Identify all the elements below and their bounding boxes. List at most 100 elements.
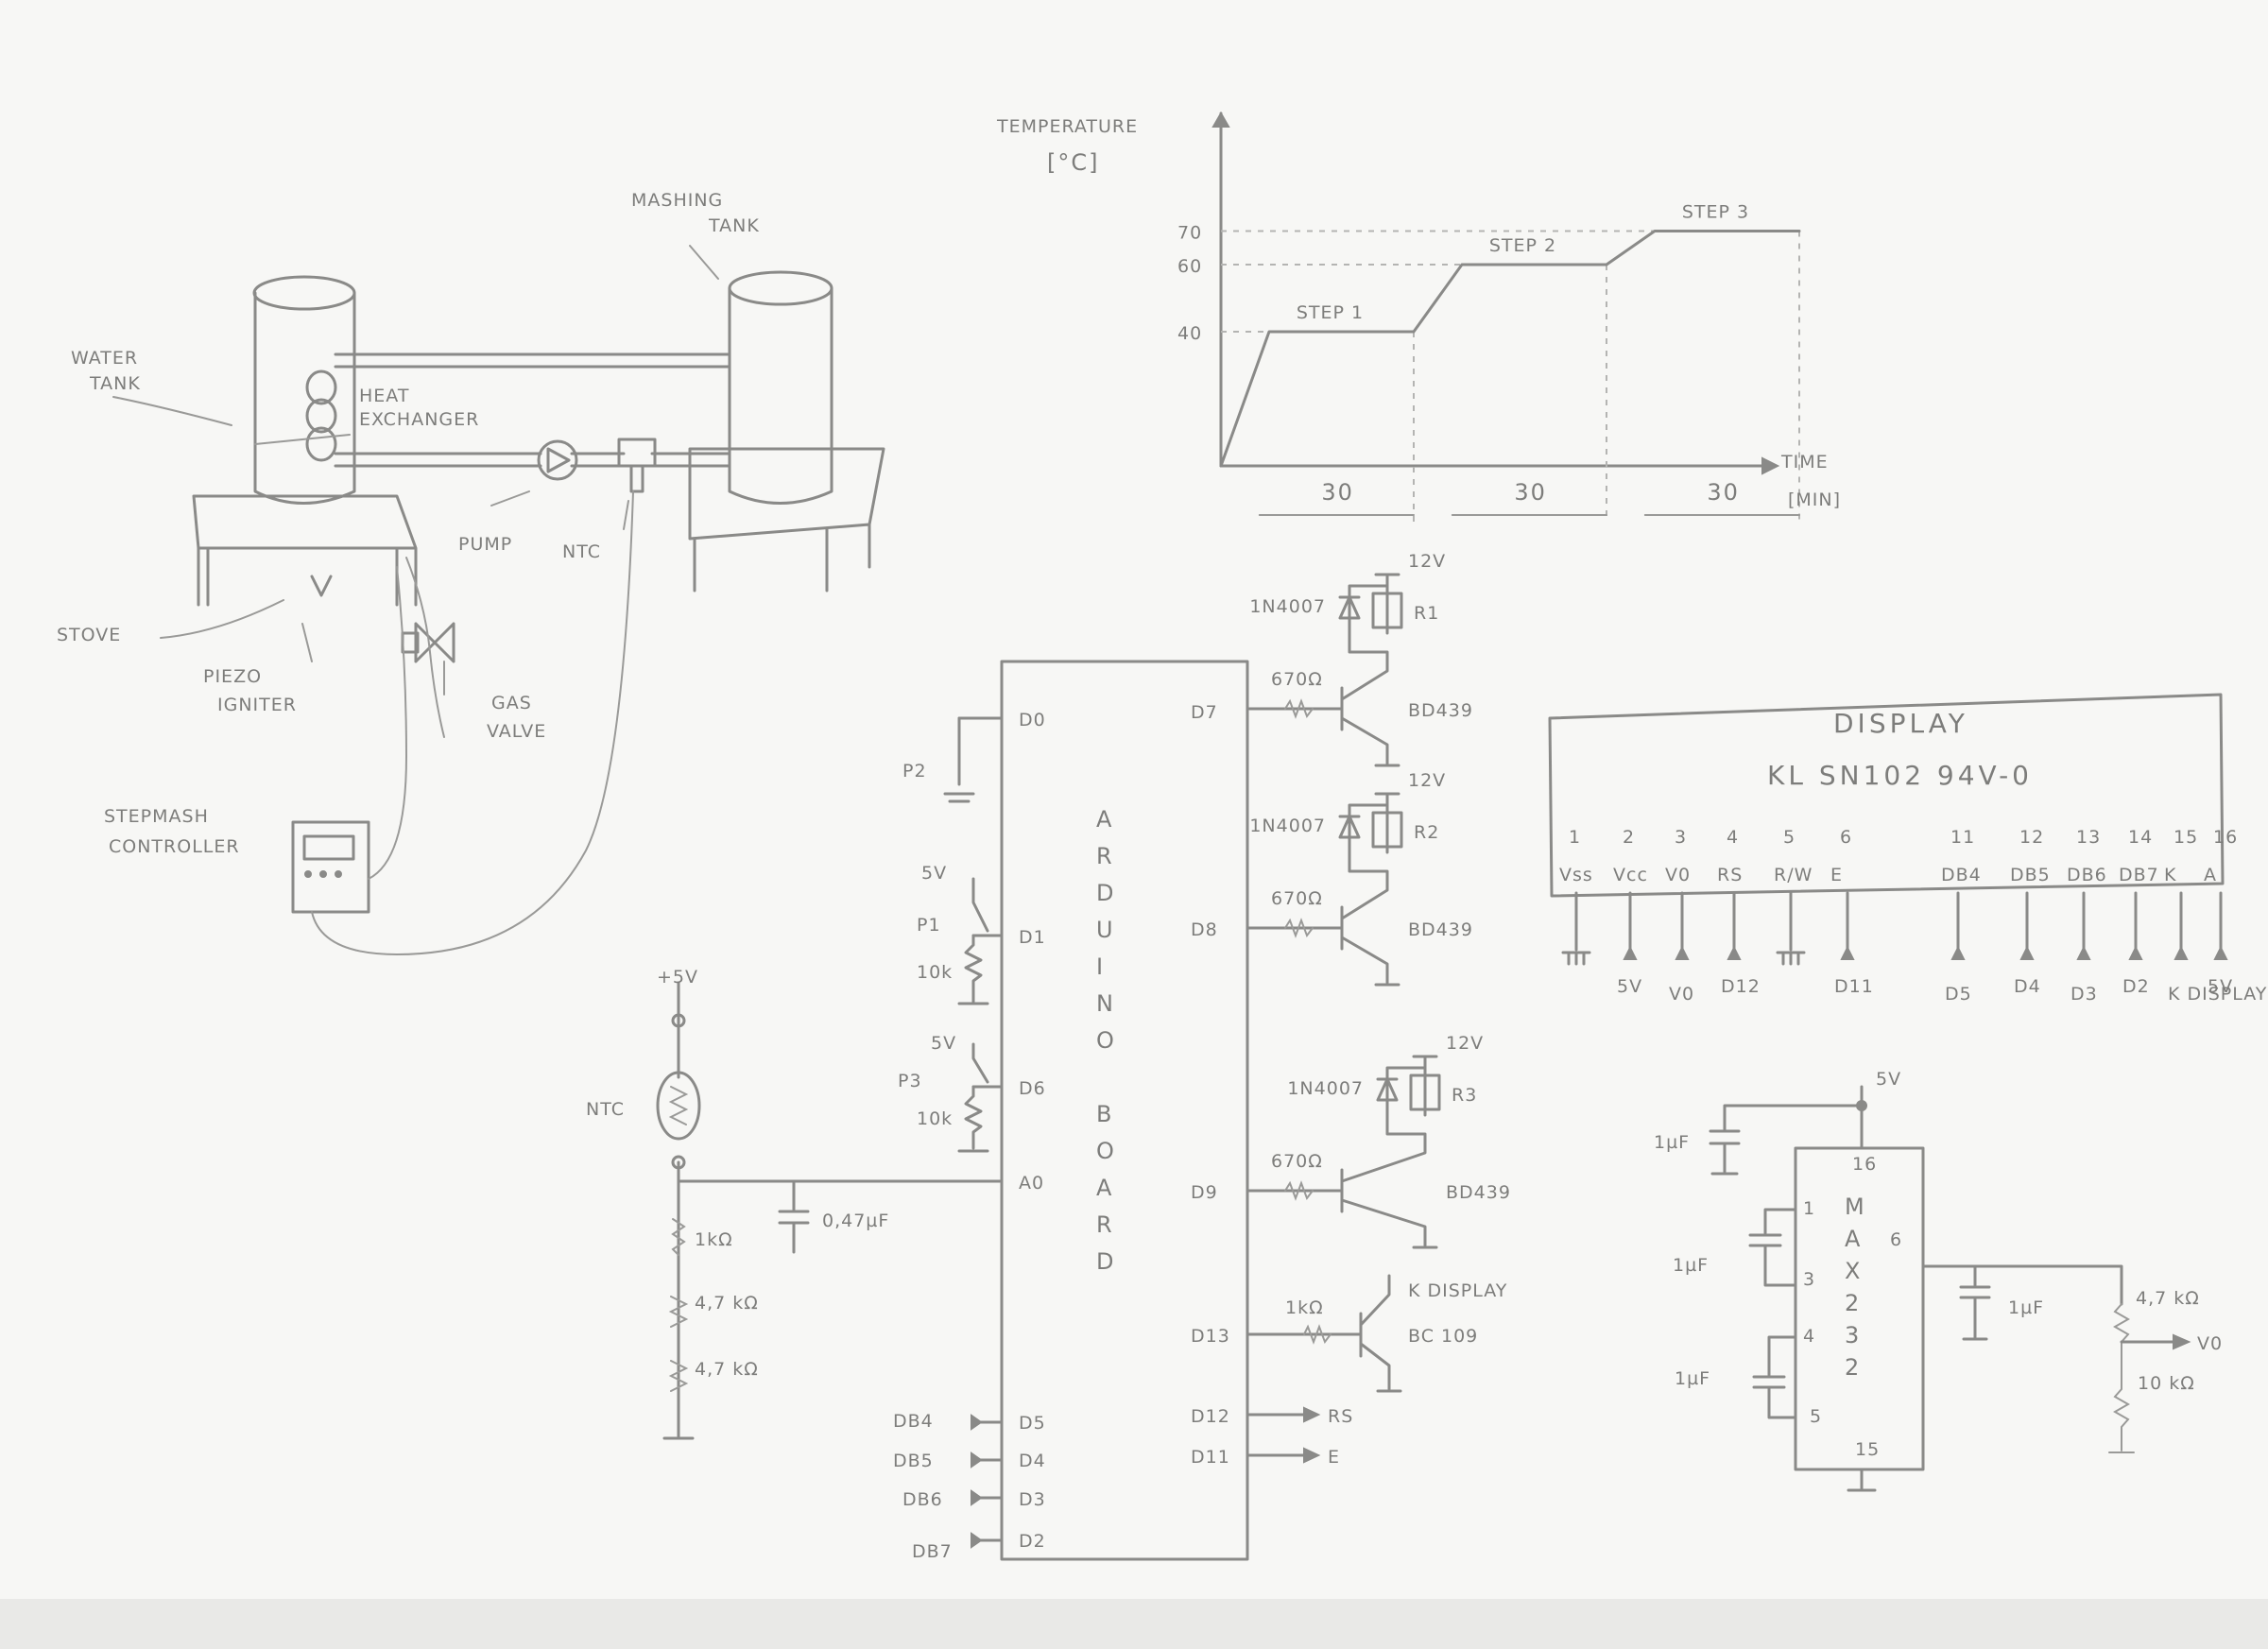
relay-name-label-3: R3: [1452, 1085, 1477, 1106]
display-pin-name: K: [2164, 865, 2176, 885]
display-pin-connection: D11: [1834, 976, 1874, 997]
chart-duration-label-2: 30: [1514, 479, 1547, 506]
display-pin-name: DB5: [2010, 865, 2051, 885]
label-mashing-tank-2: TANK: [708, 215, 760, 236]
max-pin-6: 6: [1890, 1229, 1902, 1250]
relay-transistor-label-1: BD439: [1408, 700, 1473, 721]
p3-switch: [957, 1042, 989, 1153]
button-p3-label: P3: [898, 1071, 922, 1091]
button-supply-label-1: 5V: [921, 863, 947, 884]
label-stove: STOVE: [57, 625, 121, 645]
scan-bottom-edge: [0, 1599, 2268, 1649]
arduino-pin-a0: A0: [1019, 1173, 1044, 1194]
label-piezo-1: PIEZO: [203, 666, 262, 687]
arduino-pin-d4: D4: [1019, 1451, 1046, 1471]
max-cap-1: 1µF: [1654, 1132, 1690, 1153]
relay-diode-label-2: 1N4007: [1249, 816, 1326, 836]
display-pin-number: 5: [1783, 827, 1796, 848]
display-pin-name: Vss: [1559, 865, 1593, 885]
chart-y-unit: [°C]: [1047, 149, 1099, 176]
display-pin-connection: 5V: [1617, 976, 1642, 997]
relay-name-label-2: R2: [1414, 822, 1439, 843]
label-heat-exchanger-2: EXCHANGER: [359, 409, 479, 430]
chart-series-line: [1219, 230, 1801, 468]
backlight-resistor-label: 1kΩ: [1285, 1297, 1324, 1318]
relay-driver-2: 1N4007 12V R2 670Ω BD439: [1249, 770, 1473, 987]
backlight-driver: 1kΩ BC 109 K DISPLAY: [1274, 1274, 1506, 1393]
relay-transistor-label-3: BD439: [1446, 1182, 1511, 1203]
max-cap-4: 1µF: [2008, 1297, 2044, 1318]
display-pin-connection: D3: [2070, 984, 2098, 1005]
max232-body: [1794, 1146, 1925, 1471]
relay-resistor-label-2: 670Ω: [1271, 888, 1323, 909]
relay-supply-label-2: 12V: [1408, 770, 1446, 791]
backlight-transistor-label: BC 109: [1408, 1326, 1478, 1347]
display-body: [1548, 693, 2225, 898]
max232-letter-3: 2: [1845, 1290, 1861, 1316]
ntc-supply-label: +5V: [657, 967, 698, 988]
label-water-tank-2: TANK: [89, 373, 141, 394]
arduino-pin-d1: D1: [1019, 927, 1046, 948]
display-pin-connection: D5: [1945, 984, 1972, 1005]
max232-letter-2: X: [1845, 1258, 1862, 1284]
label-controller-1: STEPMASH: [104, 806, 209, 827]
display-pin-name: RS: [1717, 865, 1743, 885]
p1-switch: [957, 877, 989, 1005]
display-pin-name: DB7: [2119, 865, 2159, 885]
ntc-r1-label: 4,7 kΩ: [695, 1293, 759, 1314]
arduino-letter-10: A: [1096, 1175, 1113, 1201]
label-heat-exchanger-1: HEAT: [359, 386, 409, 406]
chart-ytick-70: 70: [1177, 223, 1202, 244]
ntc-cap-label: 0,47µF: [822, 1211, 889, 1231]
display-pin-connection: V0: [1669, 984, 1694, 1005]
max232-letter-4: 3: [1845, 1322, 1861, 1348]
link-db4-label: DB4: [893, 1411, 934, 1432]
label-gas-valve-2: VALVE: [487, 721, 546, 742]
display-pin-connection: K DISPLAY: [2168, 984, 2267, 1005]
arduino-letter-4: I: [1096, 953, 1105, 980]
display-pin-number: 3: [1675, 827, 1687, 848]
pipe-top: [334, 352, 731, 369]
water-tank-top: [252, 275, 356, 311]
relay-supply-label-1: 12V: [1408, 551, 1446, 572]
relay-supply-label-3: 12V: [1446, 1033, 1484, 1054]
display-pin-number: 15: [2174, 827, 2198, 848]
ntc-circuit: +5V NTC 1kΩ 4,7 kΩ 4,7 kΩ 0,47µF: [586, 967, 889, 1440]
chart-ytick-40: 40: [1177, 323, 1202, 344]
link-db5-label: DB5: [893, 1451, 934, 1471]
ntc-r2-label: 4,7 kΩ: [695, 1359, 759, 1380]
stove-table: [192, 494, 418, 607]
arduino-letter-5: N: [1096, 990, 1115, 1017]
relay-transistor-label-2: BD439: [1408, 919, 1473, 940]
max-output-label: V0: [2197, 1333, 2223, 1354]
input-buttons: P2 P1 P3 5V 5V 10k 10k: [898, 716, 989, 1153]
max232-letter-5: 2: [1845, 1354, 1861, 1381]
arduino-pin-d3: D3: [1019, 1489, 1046, 1510]
max-cap-2: 1µF: [1673, 1255, 1709, 1276]
max-pin-1: 1: [1803, 1198, 1815, 1219]
arduino-pin-d7: D7: [1191, 702, 1218, 723]
piezo-igniter: [310, 575, 333, 597]
display-pin-number: 11: [1950, 827, 1975, 848]
display-pin-connection: D2: [2122, 976, 2150, 997]
chart-step-label-1: STEP 1: [1297, 302, 1364, 323]
max-divider-bottom: 10 kΩ: [2138, 1373, 2195, 1394]
max-divider-top: 4,7 kΩ: [2136, 1288, 2200, 1309]
label-pump: PUMP: [458, 534, 512, 555]
display-pin-5: 5R/W: [1774, 827, 1812, 966]
arduino-pin-d5: D5: [1019, 1413, 1046, 1434]
chart-step-label-3: STEP 3: [1682, 202, 1749, 223]
chart-y-arrow: [1211, 111, 1230, 128]
ntc-probe: [617, 438, 657, 468]
